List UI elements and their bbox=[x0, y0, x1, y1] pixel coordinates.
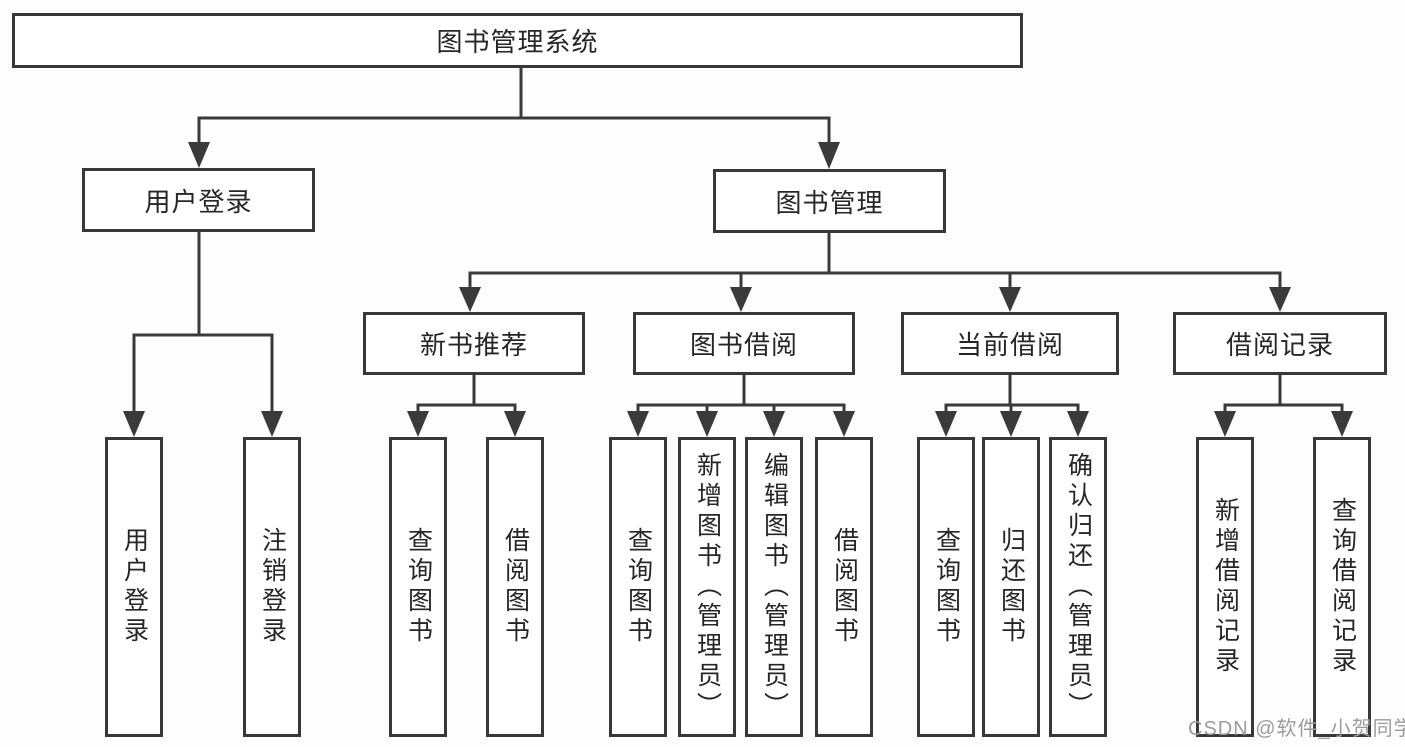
node-label: 新增图书（管理员） bbox=[693, 452, 722, 722]
node-label: 查询借阅记录 bbox=[1328, 497, 1357, 677]
node-leaf-query-borrow-record: 查询借阅记录 bbox=[1313, 437, 1371, 737]
node-leaf-borrow-books-1: 借阅图书 bbox=[486, 437, 544, 737]
node-label: 新书推荐 bbox=[419, 330, 528, 360]
node-label: 查询图书 bbox=[624, 527, 653, 647]
node-label: 归还图书 bbox=[997, 527, 1026, 647]
node-label: 编辑图书（管理员） bbox=[760, 452, 789, 722]
node-leaf-edit-book-admin: 编辑图书（管理员） bbox=[745, 437, 803, 737]
node-label: 图书管理 bbox=[775, 187, 884, 218]
node-label: 借阅图书 bbox=[830, 527, 859, 647]
node-label: 借阅记录 bbox=[1225, 330, 1334, 360]
csdn-watermark: CSDN @软件_小贺同学 bbox=[1188, 718, 1405, 740]
node-user-login: 用户登录 bbox=[82, 168, 315, 232]
node-label: 用户登录 bbox=[144, 186, 253, 217]
node-leaf-add-borrow-record: 新增借阅记录 bbox=[1196, 437, 1254, 737]
node-leaf-add-book-admin: 新增图书（管理员） bbox=[678, 437, 736, 737]
node-leaf-query-books-1: 查询图书 bbox=[389, 437, 447, 737]
node-label: 当前借阅 bbox=[955, 330, 1064, 360]
node-label: 借阅图书 bbox=[501, 527, 530, 647]
node-borrowing-records: 借阅记录 bbox=[1173, 312, 1387, 375]
node-leaf-return-books: 归还图书 bbox=[982, 437, 1040, 737]
node-label: 注销登录 bbox=[258, 527, 287, 647]
node-root: 图书管理系统 bbox=[12, 13, 1023, 68]
node-leaf-borrow-books-2: 借阅图书 bbox=[815, 437, 873, 737]
node-leaf-logout: 注销登录 bbox=[243, 437, 301, 737]
node-current-borrowing: 当前借阅 bbox=[901, 312, 1119, 375]
node-label: 新增借阅记录 bbox=[1211, 497, 1240, 677]
node-label: 查询图书 bbox=[404, 527, 433, 647]
node-new-book-recommend: 新书推荐 bbox=[363, 312, 585, 375]
node-book-management: 图书管理 bbox=[713, 169, 946, 233]
node-label: 查询图书 bbox=[932, 527, 961, 647]
node-label: 图书借阅 bbox=[689, 330, 798, 360]
node-label: 用户登录 bbox=[120, 527, 149, 647]
node-label: 图书管理系统 bbox=[436, 27, 599, 57]
node-leaf-query-books-2: 查询图书 bbox=[609, 437, 667, 737]
node-label: 确认归还（管理员） bbox=[1064, 452, 1093, 722]
node-leaf-confirm-return-admin: 确认归还（管理员） bbox=[1049, 437, 1107, 737]
node-book-borrowing: 图书借阅 bbox=[633, 312, 855, 375]
node-leaf-query-books-3: 查询图书 bbox=[917, 437, 975, 737]
node-leaf-user-login: 用户登录 bbox=[105, 437, 163, 737]
